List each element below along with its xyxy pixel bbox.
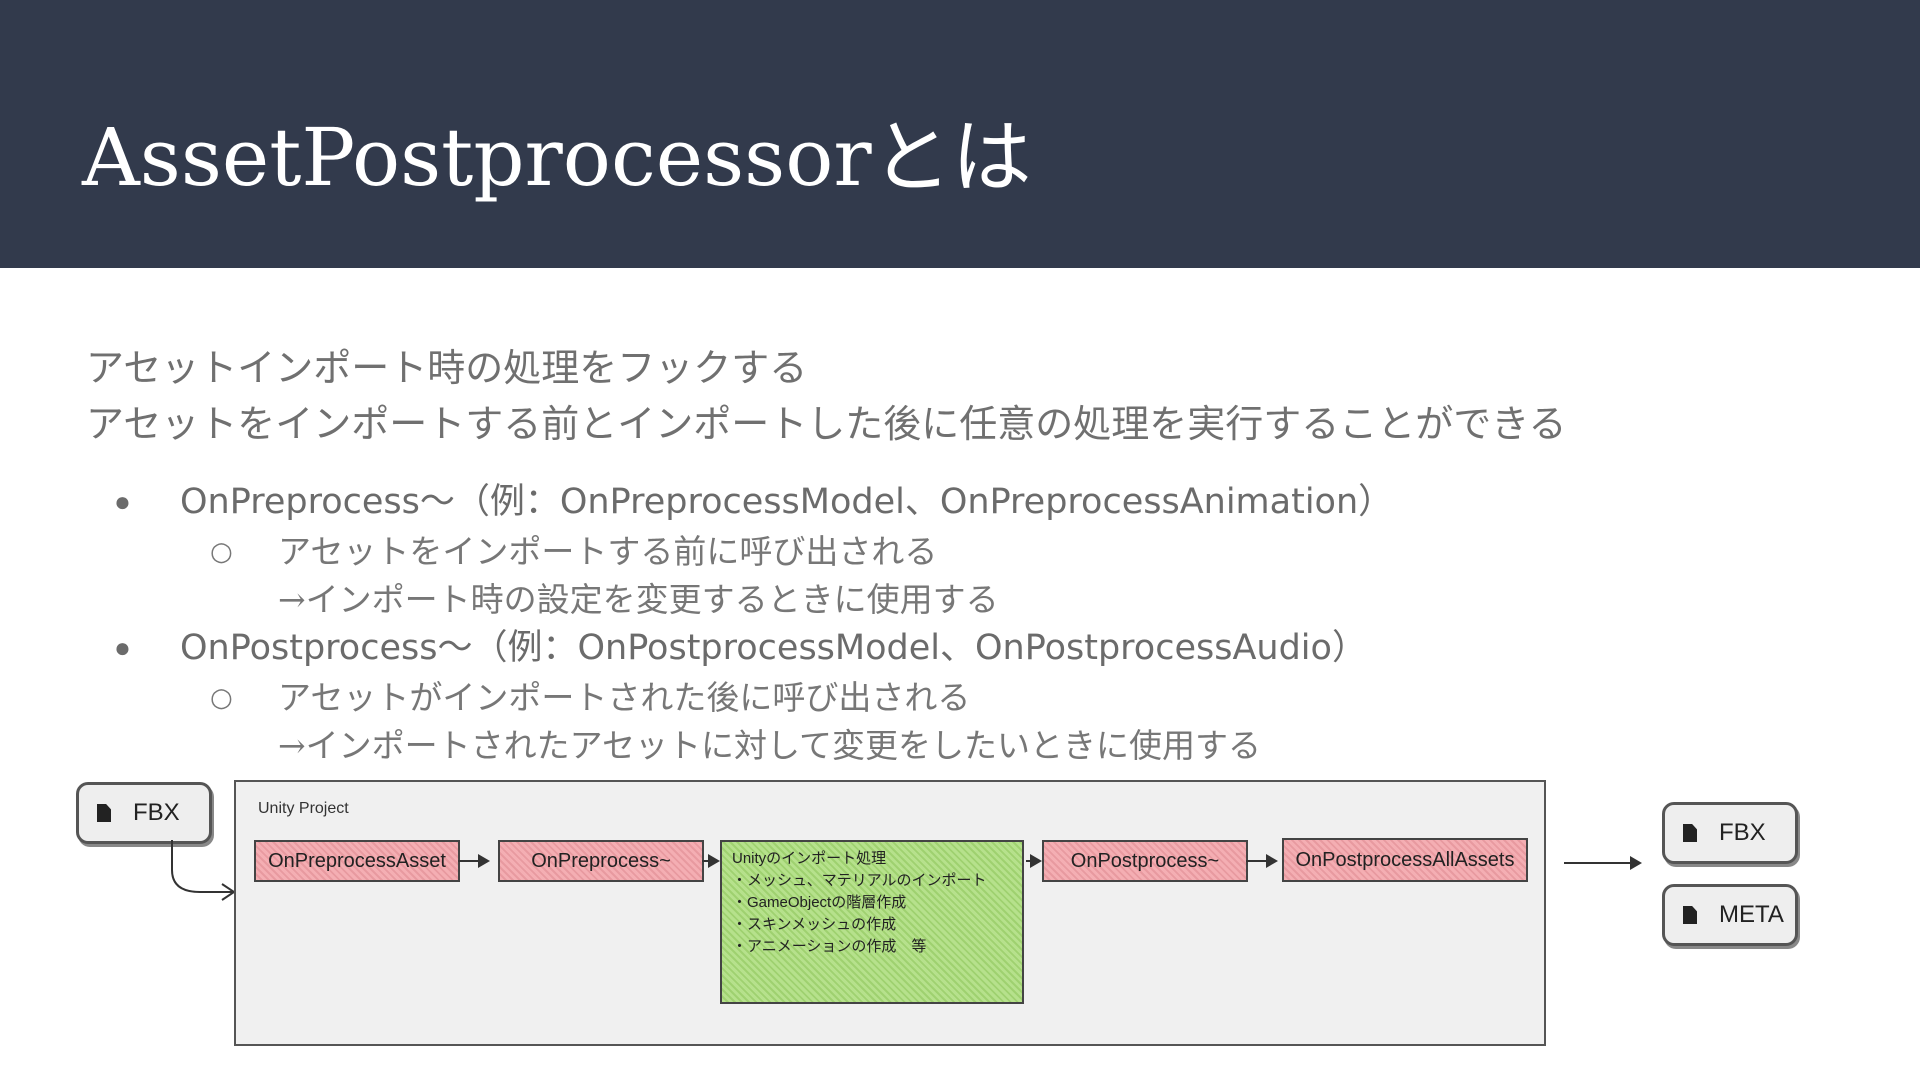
import-flow-diagram: FBX Unity Project OnPreprocessAsset OnPr… xyxy=(0,770,1920,1080)
bullet-postprocess-text: OnPostprocess～（例：OnPostprocessModel、OnPo… xyxy=(180,628,1367,668)
output-meta-file: META xyxy=(1662,884,1798,946)
intro-text: アセットインポート時の処理をフックする アセットをインポートする前とインポートし… xyxy=(86,340,1566,452)
unity-project-box: Unity Project OnPreprocessAsset OnPrepro… xyxy=(234,780,1546,1046)
flow-arrow xyxy=(1246,854,1278,868)
file-icon xyxy=(97,804,111,822)
output-meta-label: META xyxy=(1719,901,1784,928)
output-fbx-file: FBX xyxy=(1662,802,1798,864)
input-fbx-file: FBX xyxy=(76,782,212,844)
flow-arrow xyxy=(458,854,490,868)
bullet-dot: ● xyxy=(114,486,131,517)
flow-arrow xyxy=(702,854,720,868)
import-process-title: Unityのインポート処理 xyxy=(732,850,887,867)
slide-title: AssetPostprocessorとは xyxy=(82,111,1032,204)
import-item-2: ・GameObjectの階層作成 xyxy=(732,894,907,911)
sub-bullet-preprocess-line-1: アセットをインポートする前に呼び出される xyxy=(278,532,938,571)
stage-on-postprocess-all-assets: OnPostprocessAllAssets xyxy=(1282,838,1528,882)
file-icon xyxy=(1683,906,1697,924)
import-item-4: ・アニメーションの作成 等 xyxy=(732,938,927,955)
stage-on-postprocess: OnPostprocess~ xyxy=(1042,840,1248,882)
input-arrow xyxy=(171,840,236,901)
input-fbx-label: FBX xyxy=(133,799,180,826)
bullet-preprocess-text: OnPreprocess～（例：OnPreprocessModel、OnPrep… xyxy=(180,482,1394,522)
import-item-1: ・メッシュ、マテリアルのインポート xyxy=(732,872,987,889)
unity-import-process-box: Unityのインポート処理 ・メッシュ、マテリアルのインポート ・GameObj… xyxy=(720,840,1024,1004)
stage-on-preprocess-asset: OnPreprocessAsset xyxy=(254,840,460,882)
sub-bullet-circle: ○ xyxy=(210,537,233,567)
intro-line-1: アセットインポート時の処理をフックする xyxy=(86,346,808,390)
flow-arrow xyxy=(1026,854,1042,868)
sub-bullet-preprocess-line-2: →インポート時の設定を変更するときに使用する xyxy=(278,580,999,619)
unity-project-label: Unity Project xyxy=(258,800,349,817)
import-item-3: ・スキンメッシュの作成 xyxy=(732,916,897,933)
sub-bullet-postprocess-line-1: アセットがインポートされた後に呼び出される xyxy=(278,678,971,717)
sub-bullet-circle: ○ xyxy=(210,683,233,713)
stage-on-preprocess: OnPreprocess~ xyxy=(498,840,704,882)
intro-line-2: アセットをインポートする前とインポートした後に任意の処理を実行することができる xyxy=(86,402,1567,446)
bullet-dot: ● xyxy=(114,632,131,663)
title-banner: AssetPostprocessorとは xyxy=(0,0,1920,268)
output-fbx-label: FBX xyxy=(1719,819,1766,846)
file-icon xyxy=(1683,824,1697,842)
output-arrow xyxy=(1564,856,1642,870)
sub-bullet-postprocess-line-2: →インポートされたアセットに対して変更をしたいときに使用する xyxy=(278,726,1262,765)
